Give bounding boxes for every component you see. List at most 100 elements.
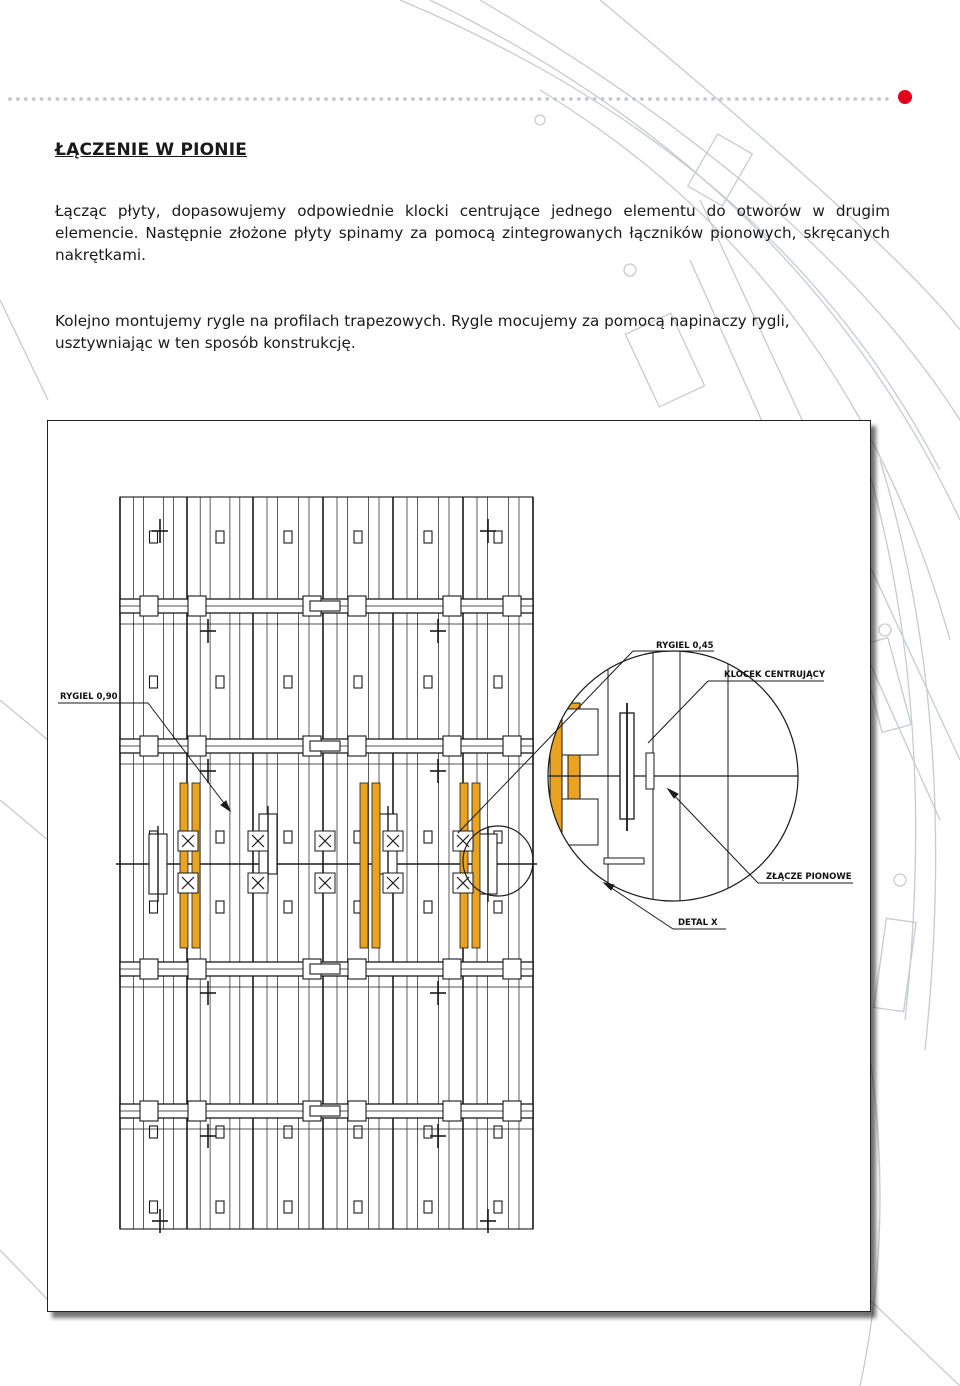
leader-zlacze bbox=[667, 788, 759, 884]
rule-dot bbox=[339, 97, 344, 101]
paragraph-1: Łącząc płyty, dopasowujemy odpowiednie k… bbox=[55, 202, 890, 264]
waler-clamp bbox=[187, 595, 207, 617]
rule-dot bbox=[300, 97, 305, 101]
centering-block-cross bbox=[251, 876, 265, 890]
detail-source-circle bbox=[462, 825, 534, 897]
waler-clamp bbox=[502, 595, 522, 617]
rule-dot bbox=[371, 97, 376, 101]
rule-dot bbox=[648, 97, 652, 101]
centering-block-cross bbox=[181, 876, 195, 890]
panel-opening bbox=[148, 1125, 159, 1139]
technical-drawing-frame: RYGIEL 0,45 KLOCEK CENTRUJĄCY RYGIEL 0,9… bbox=[47, 420, 871, 1312]
rule-dot bbox=[885, 97, 889, 101]
waler-clamp bbox=[347, 595, 367, 617]
rule-dot bbox=[529, 97, 534, 101]
detail-profile-left bbox=[549, 702, 563, 844]
trapezoid-profile-highlight bbox=[191, 782, 201, 949]
rule-dot bbox=[284, 97, 289, 101]
label-detal-x: DETAL X bbox=[678, 918, 718, 928]
rule-dot bbox=[316, 97, 320, 101]
rule-dot bbox=[411, 97, 415, 101]
rule-dot bbox=[213, 97, 218, 101]
panel-opening bbox=[423, 900, 433, 914]
rule-dot bbox=[39, 97, 44, 101]
rule-dot bbox=[521, 97, 526, 101]
panel-opening bbox=[353, 1125, 363, 1139]
rule-dot bbox=[837, 97, 842, 101]
rule-dot bbox=[719, 97, 723, 101]
trapezoid-profile-highlight bbox=[371, 782, 381, 949]
waler-clamp bbox=[502, 958, 522, 980]
rule-dot bbox=[174, 97, 178, 101]
rule-dot bbox=[727, 97, 731, 101]
centering-block-cross bbox=[181, 834, 195, 848]
rule-dot bbox=[276, 97, 281, 101]
rule-dot bbox=[711, 97, 715, 101]
rule-dot bbox=[600, 97, 605, 101]
dotted-rule bbox=[8, 97, 889, 101]
rule-dot bbox=[513, 97, 518, 101]
rule-dot bbox=[608, 97, 613, 101]
waler-clamp bbox=[502, 735, 522, 757]
rule-dot bbox=[379, 97, 384, 101]
panel-opening bbox=[148, 530, 159, 544]
rule-dot bbox=[395, 97, 399, 101]
rule-dot bbox=[624, 97, 629, 101]
waler-clamp bbox=[187, 958, 207, 980]
waler-clamp bbox=[139, 595, 159, 617]
centering-block-cross bbox=[318, 876, 332, 890]
rule-dot bbox=[861, 97, 866, 101]
rule-dot bbox=[47, 97, 52, 101]
waler-coupler bbox=[309, 1105, 341, 1117]
waler-clamp bbox=[187, 735, 207, 757]
rule-dot bbox=[434, 97, 439, 101]
detail-slot bbox=[603, 857, 645, 865]
centering-block-cross bbox=[318, 834, 332, 848]
rule-dot bbox=[663, 97, 668, 101]
rule-dot bbox=[355, 97, 360, 101]
rule-dot bbox=[237, 97, 242, 101]
panel-opening bbox=[215, 1125, 225, 1139]
rule-dot bbox=[245, 97, 249, 101]
rule-dot bbox=[687, 97, 692, 101]
rule-dot bbox=[260, 97, 265, 101]
rule-dot bbox=[197, 97, 202, 101]
rule-dot bbox=[655, 97, 660, 101]
waler-coupler bbox=[309, 600, 341, 612]
rule-dot bbox=[181, 97, 186, 101]
waler-clamp bbox=[442, 958, 462, 980]
rule-dot bbox=[166, 97, 170, 101]
panel-opening bbox=[215, 675, 225, 689]
rule-dot bbox=[126, 97, 131, 101]
rule-dot bbox=[23, 97, 28, 101]
waler-clamp bbox=[347, 735, 367, 757]
panel-opening bbox=[353, 1200, 363, 1214]
rule-dot bbox=[853, 97, 858, 101]
red-bullet-icon bbox=[898, 90, 912, 104]
rule-dot bbox=[102, 97, 107, 101]
rule-dot bbox=[308, 97, 313, 101]
waler-clamp bbox=[187, 1100, 207, 1122]
rule-dot bbox=[158, 97, 163, 101]
leader-rygiel-090 bbox=[147, 702, 231, 812]
label-rygiel-090: RYGIEL 0,90 bbox=[60, 692, 118, 702]
rule-dot bbox=[110, 97, 115, 101]
rule-dot bbox=[703, 97, 708, 101]
rule-dot bbox=[189, 97, 194, 101]
rule-dot bbox=[466, 97, 471, 101]
rule-dot bbox=[387, 97, 392, 101]
leader-klocek bbox=[647, 680, 709, 744]
waler-clamp bbox=[502, 1100, 522, 1122]
rule-dot bbox=[782, 97, 787, 101]
panel-opening bbox=[423, 675, 433, 689]
rule-dot bbox=[584, 97, 589, 101]
page-title: ŁĄCZENIE W PIONIE bbox=[55, 140, 248, 160]
rule-dot bbox=[324, 97, 328, 101]
rule-dot bbox=[813, 97, 818, 101]
panel-opening bbox=[283, 675, 293, 689]
rule-dot bbox=[537, 97, 542, 101]
rule-dot bbox=[742, 97, 747, 101]
rule-dot bbox=[221, 97, 226, 101]
rule-dot bbox=[16, 97, 20, 101]
rule-dot bbox=[142, 97, 147, 101]
